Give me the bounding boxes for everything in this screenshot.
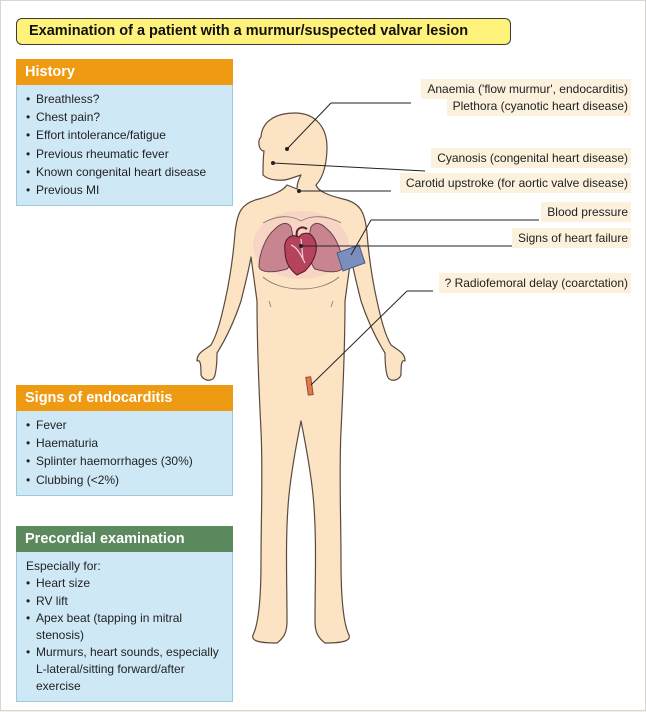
history-item: Previous MI <box>26 181 224 199</box>
precordial-item: RV lift <box>26 593 224 610</box>
annotation-cyanosis: Cyanosis (congenital heart disease) <box>431 148 631 168</box>
annotation-anaemia: Anaemia ('flow murmur', endocarditis) <box>421 79 631 99</box>
dot-anaemia <box>285 147 289 151</box>
precordial-item: Heart size <box>26 575 224 592</box>
precordial-list-box: Especially for: Heart size RV lift Apex … <box>16 552 233 703</box>
endocarditis-list-box: Fever Haematuria Splinter haemorrhages (… <box>16 411 233 496</box>
history-list-box: Breathless? Chest pain? Effort intoleran… <box>16 85 233 207</box>
history-panel: History Breathless? Chest pain? Effort i… <box>16 59 233 207</box>
leader-anaemia-diag <box>286 102 332 150</box>
endocarditis-heading: Signs of endocarditis <box>16 385 233 411</box>
history-heading: History <box>16 59 233 85</box>
leader-bp-diag <box>350 219 372 256</box>
history-item: Known congenital heart disease <box>26 163 224 181</box>
endocarditis-item: Clubbing (<2%) <box>26 471 224 489</box>
aorta <box>295 226 308 238</box>
precordial-item: Apex beat (tapping in mitral stenosis) <box>26 610 224 643</box>
endocarditis-item: Splinter haemorrhages (30%) <box>26 452 224 470</box>
dot-carotid <box>297 189 301 193</box>
history-item: Effort intolerance/fatigue <box>26 126 224 144</box>
endocarditis-item: Fever <box>26 416 224 434</box>
annotation-heart-failure: Signs of heart failure <box>511 228 631 248</box>
collarbone-right <box>300 216 342 224</box>
left-lung <box>258 222 294 273</box>
dot-cyanosis <box>271 161 275 165</box>
precordial-list: Heart size RV lift Apex beat (tapping in… <box>26 575 224 694</box>
endocarditis-panel: Signs of endocarditis Fever Haematuria S… <box>16 385 233 496</box>
dot-heart-failure <box>299 244 303 248</box>
endocarditis-item: Haematuria <box>26 434 224 452</box>
leader-cyanosis <box>272 162 426 172</box>
annotation-carotid: Carotid upstroke (for aortic valve disea… <box>399 173 631 193</box>
precordial-panel: Precordial examination Especially for: H… <box>16 526 233 703</box>
collarbone-left <box>262 216 302 224</box>
leader-radiofemoral-diag <box>310 290 408 386</box>
history-item: Breathless? <box>26 90 224 108</box>
precordial-intro: Especially for: <box>26 559 101 573</box>
endocarditis-list: Fever Haematuria Splinter haemorrhages (… <box>26 416 224 489</box>
annotation-plethora: Plethora (cyanotic heart disease) <box>446 96 631 116</box>
heart-vessels <box>290 238 306 264</box>
rib-arc <box>262 276 340 290</box>
bp-cuff <box>336 244 366 272</box>
annotation-blood-pressure: Blood pressure <box>541 202 631 222</box>
history-item: Chest pain? <box>26 108 224 126</box>
diagram-title: Examination of a patient with a murmur/s… <box>16 18 511 45</box>
femoral-marker <box>305 376 314 396</box>
history-item: Previous rheumatic fever <box>26 145 224 163</box>
precordial-heading: Precordial examination <box>16 526 233 552</box>
waist-line <box>268 300 334 308</box>
annotation-radiofemoral: ? Radiofemoral delay (coarctation) <box>438 273 631 293</box>
history-list: Breathless? Chest pain? Effort intoleran… <box>26 90 224 199</box>
precordial-item: Murmurs, heart sounds, especially L-late… <box>26 644 224 694</box>
